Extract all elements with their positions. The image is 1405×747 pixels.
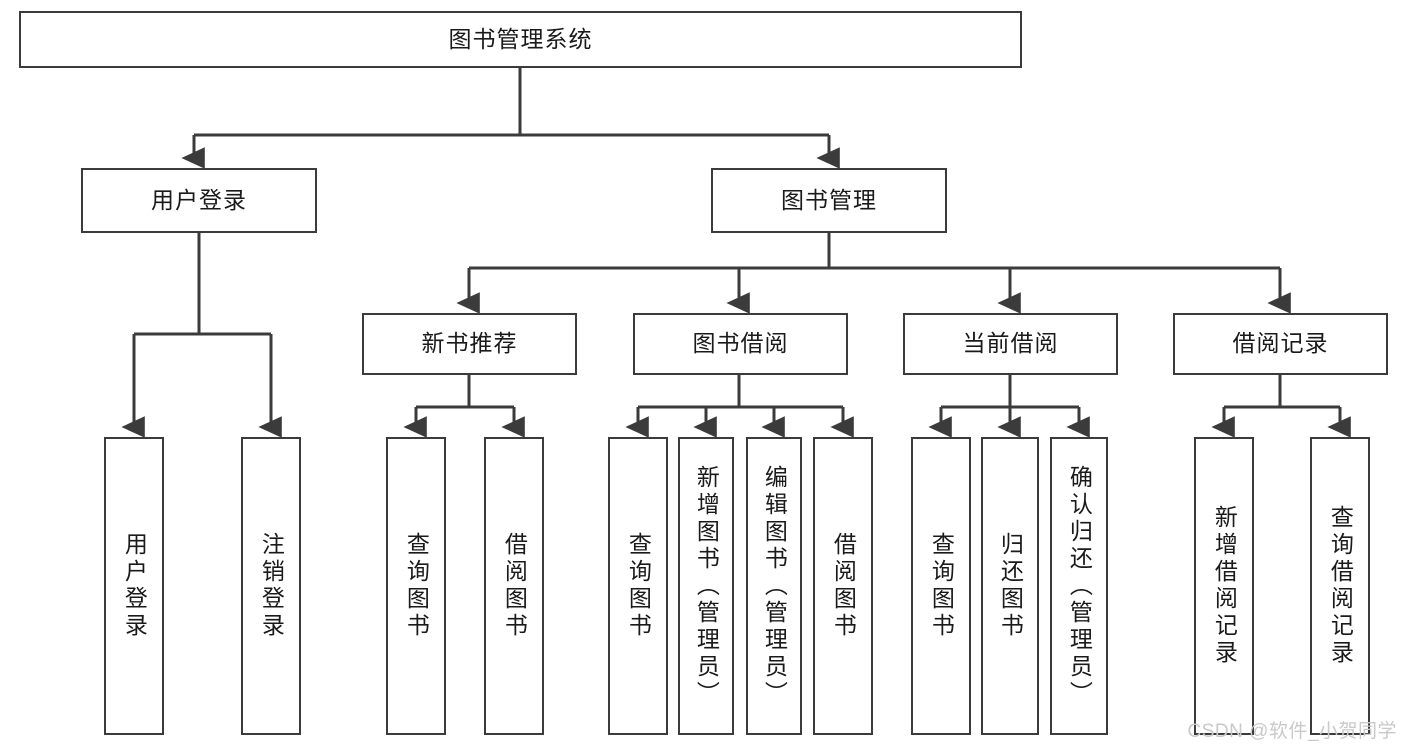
node-leaf-query-book-1-label: 查询图书: [403, 532, 430, 640]
node-new-book-rec[interactable]: 新书推荐: [362, 313, 577, 375]
node-book-borrow-label: 图书借阅: [692, 330, 789, 357]
node-leaf-return-book[interactable]: 归还图书: [981, 437, 1039, 735]
node-borrow-record-label: 借阅记录: [1232, 330, 1329, 357]
node-leaf-confirm-return[interactable]: 确认归还（管理员）: [1050, 437, 1108, 735]
node-user-login[interactable]: 用户登录: [81, 168, 317, 233]
node-root-label: 图书管理系统: [448, 25, 593, 52]
node-leaf-user-login[interactable]: 用户登录: [104, 437, 164, 735]
node-book-borrow[interactable]: 图书借阅: [633, 313, 848, 375]
node-root[interactable]: 图书管理系统: [19, 11, 1022, 68]
node-leaf-logout-login[interactable]: 注销登录: [241, 437, 301, 735]
node-leaf-add-record[interactable]: 新增借阅记录: [1194, 437, 1254, 735]
node-leaf-query-book-2-label: 查询图书: [625, 532, 652, 640]
node-leaf-add-book[interactable]: 新增图书（管理员）: [678, 437, 734, 735]
node-leaf-user-login-label: 用户登录: [121, 532, 148, 640]
node-borrow-record[interactable]: 借阅记录: [1173, 313, 1388, 375]
node-book-manage-label: 图书管理: [781, 186, 877, 213]
node-leaf-borrow-book-2-label: 借阅图书: [830, 532, 857, 640]
node-new-book-rec-label: 新书推荐: [421, 330, 518, 357]
node-current-borrow-label: 当前借阅: [962, 330, 1059, 357]
node-leaf-borrow-book-1[interactable]: 借阅图书: [484, 437, 544, 735]
node-leaf-confirm-return-label: 确认归还（管理员）: [1066, 464, 1093, 708]
node-leaf-borrow-book-2[interactable]: 借阅图书: [813, 437, 873, 735]
node-leaf-query-record[interactable]: 查询借阅记录: [1310, 437, 1370, 735]
node-leaf-query-record-label: 查询借阅记录: [1327, 505, 1354, 667]
node-leaf-logout-login-label: 注销登录: [258, 532, 285, 640]
node-leaf-query-book-3[interactable]: 查询图书: [911, 437, 971, 735]
node-leaf-borrow-book-1-label: 借阅图书: [501, 532, 528, 640]
node-leaf-query-book-2[interactable]: 查询图书: [608, 437, 668, 735]
node-leaf-return-book-label: 归还图书: [997, 532, 1024, 640]
csdn-watermark: CSDN @软件_小贺同学: [1187, 721, 1397, 742]
node-leaf-query-book-1[interactable]: 查询图书: [386, 437, 446, 735]
node-current-borrow[interactable]: 当前借阅: [903, 313, 1118, 375]
node-leaf-query-book-3-label: 查询图书: [928, 532, 955, 640]
node-leaf-edit-book-label: 编辑图书（管理员）: [761, 464, 788, 708]
node-user-login-label: 用户登录: [151, 186, 247, 213]
node-leaf-edit-book[interactable]: 编辑图书（管理员）: [746, 437, 802, 735]
node-leaf-add-record-label: 新增借阅记录: [1211, 505, 1238, 667]
node-leaf-add-book-label: 新增图书（管理员）: [693, 464, 720, 708]
node-book-manage[interactable]: 图书管理: [711, 168, 947, 233]
